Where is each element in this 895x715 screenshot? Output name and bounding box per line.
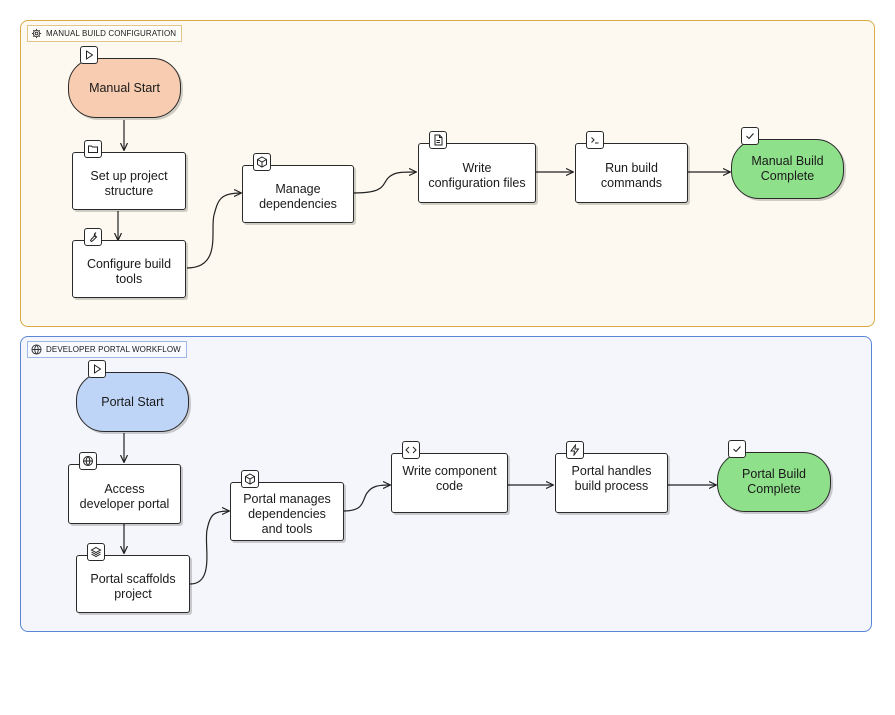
node-portal-scaffolds-project[interactable]: Portal scaffolds project [76, 555, 190, 613]
gear-icon [31, 28, 42, 39]
globe-icon [79, 452, 97, 470]
check-icon [741, 127, 759, 145]
node-access-developer-portal[interactable]: Access developer portal [68, 464, 181, 524]
group-label-text: DEVELOPER PORTAL WORKFLOW [46, 345, 181, 354]
file-icon [429, 131, 447, 149]
edge-configure-manage [186, 193, 241, 269]
globe-icon [31, 344, 42, 355]
play-icon [88, 360, 106, 378]
node-manual-build-complete[interactable]: Manual Build Complete [731, 139, 844, 199]
edge-manage-write-config [353, 172, 416, 194]
terminal-icon [586, 131, 604, 149]
manual-build-group-label: MANUAL BUILD CONFIGURATION [27, 25, 183, 42]
zap-icon [566, 441, 584, 459]
node-portal-start[interactable]: Portal Start [76, 372, 189, 432]
node-portal-manages-dependencies-and-tools[interactable]: Portal manages dependencies and tools [230, 482, 344, 541]
layers-icon [87, 543, 105, 561]
edge-portal-manages-write-component [343, 485, 390, 512]
folder-icon [84, 140, 102, 158]
node-configure-build-tools[interactable]: Configure build tools [72, 240, 186, 298]
node-portal-build-complete[interactable]: Portal Build Complete [717, 452, 831, 512]
wrench-icon [84, 228, 102, 246]
developer-portal-group-label: DEVELOPER PORTAL WORKFLOW [27, 341, 187, 358]
play-icon [80, 46, 98, 64]
node-write-component-code[interactable]: Write component code [391, 453, 508, 513]
node-write-configuration-files[interactable]: Write configuration files [418, 143, 536, 203]
node-set-up-project-structure[interactable]: Set up project structure [72, 152, 186, 210]
edge-scaffold-portal-manages [189, 511, 229, 585]
group-label-text: MANUAL BUILD CONFIGURATION [46, 29, 177, 38]
package-icon [253, 153, 271, 171]
code-icon [402, 441, 420, 459]
check-icon [728, 440, 746, 458]
node-portal-handles-build-process[interactable]: Portal handles build process [555, 453, 668, 513]
package-icon [241, 470, 259, 488]
node-run-build-commands[interactable]: Run build commands [575, 143, 688, 203]
node-manage-dependencies[interactable]: Manage dependencies [242, 165, 354, 223]
node-manual-start[interactable]: Manual Start [68, 58, 181, 118]
